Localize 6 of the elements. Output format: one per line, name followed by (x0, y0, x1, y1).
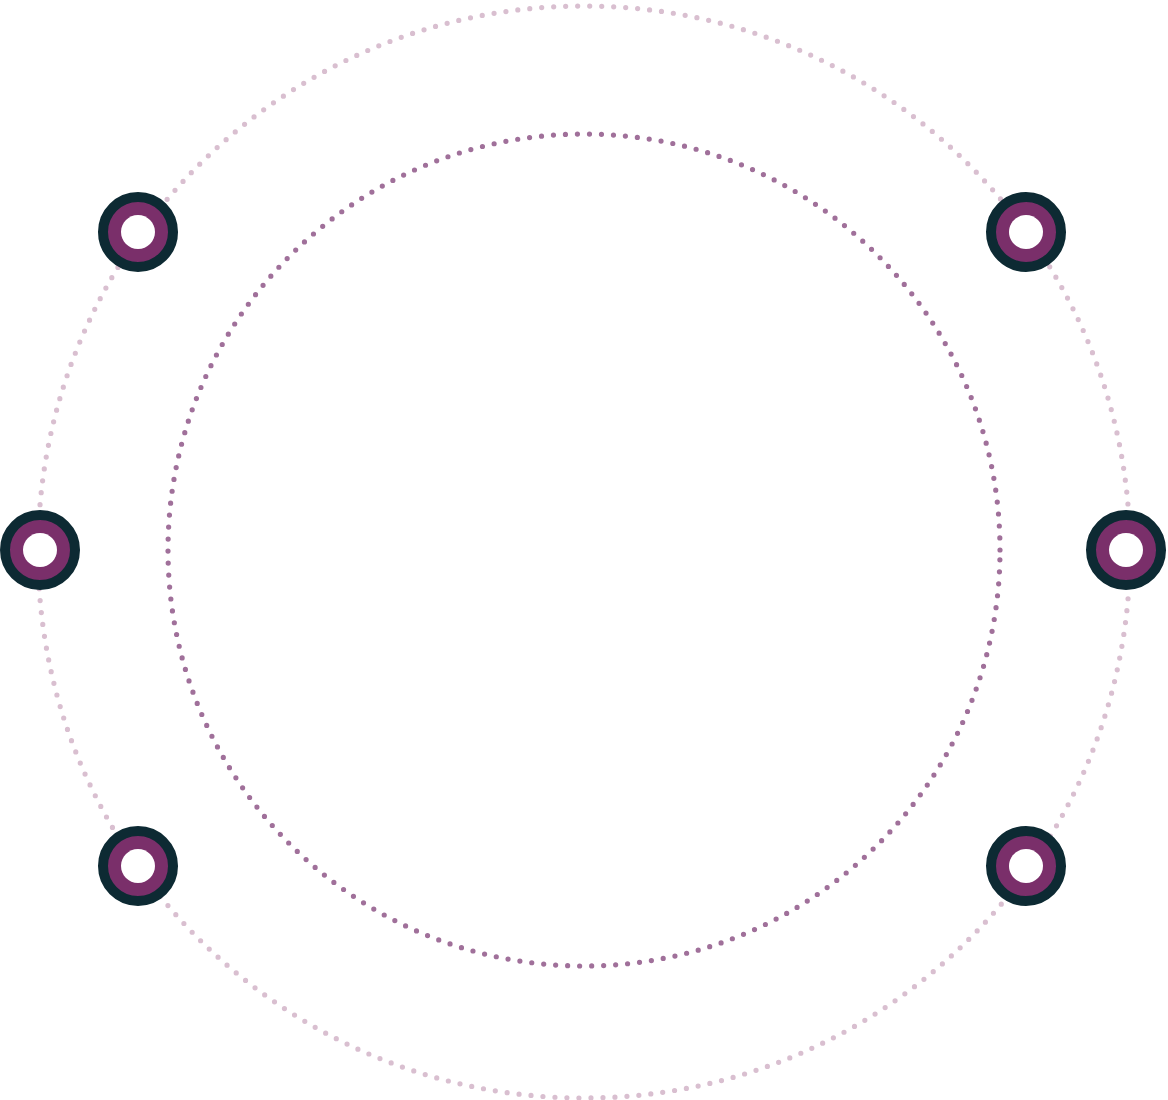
ring-marker (98, 826, 178, 906)
ring-marker (98, 192, 178, 272)
ring-marker (1086, 510, 1166, 590)
ring-marker (986, 192, 1066, 272)
ring-marker (986, 826, 1066, 906)
ring-marker (0, 510, 80, 590)
